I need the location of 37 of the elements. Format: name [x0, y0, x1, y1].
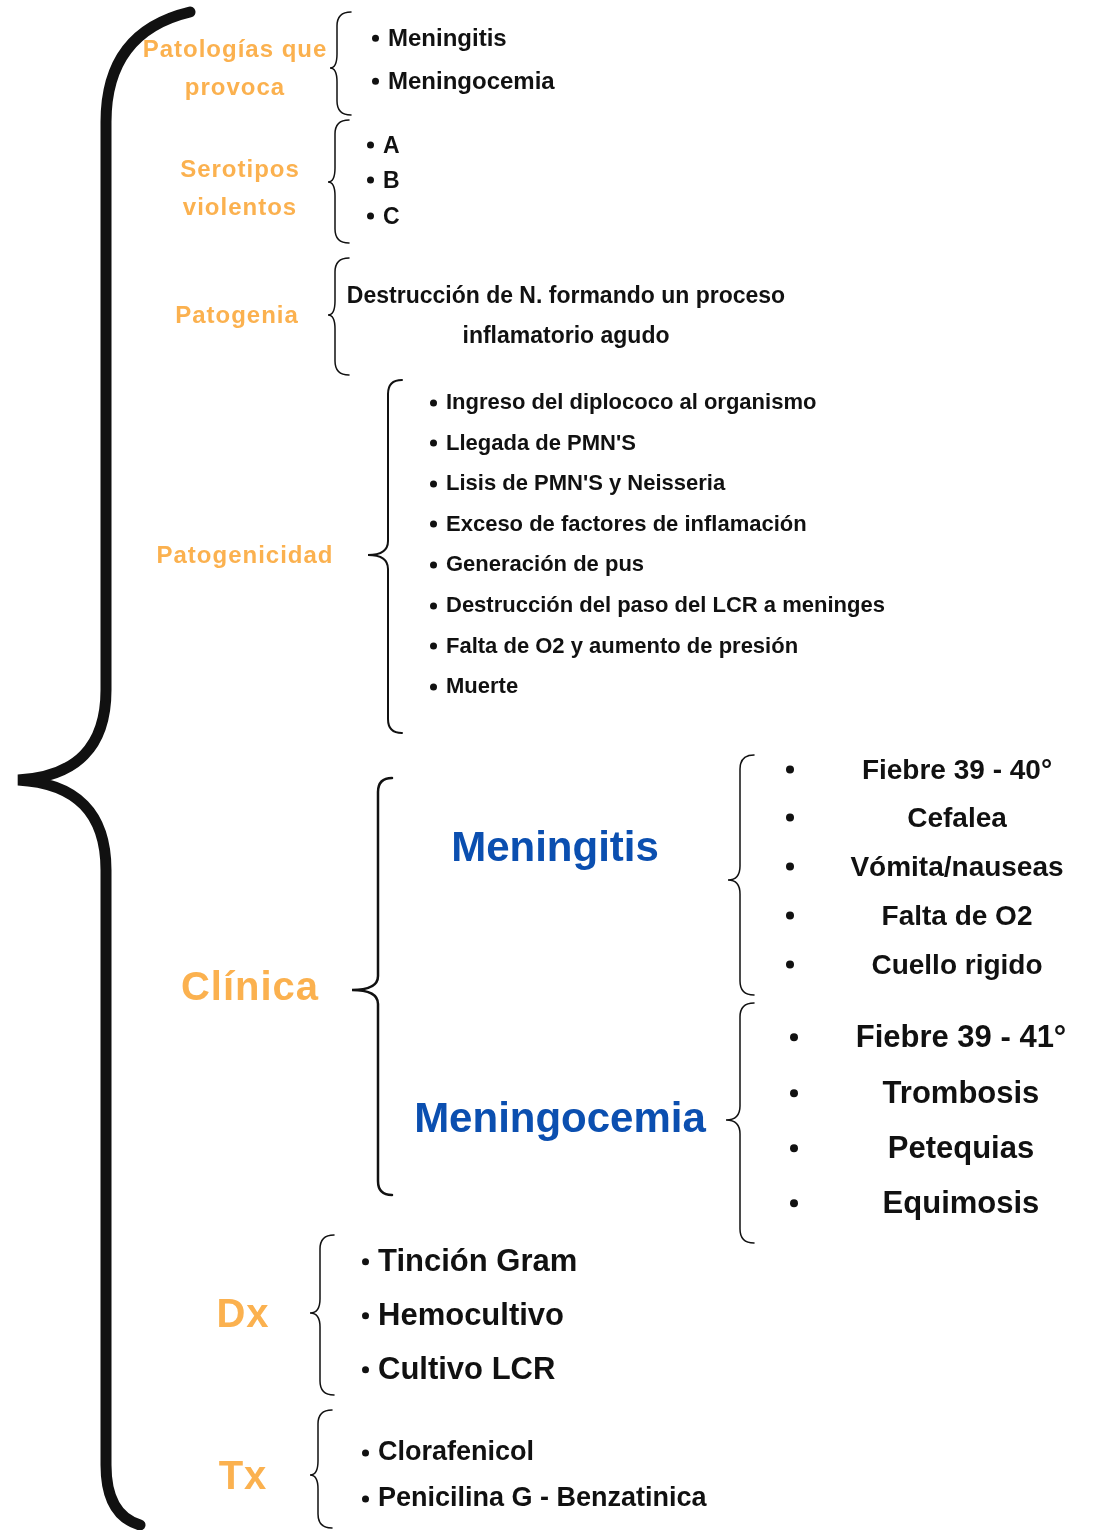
list-item: Fiebre 39 - 41°: [786, 1012, 1094, 1062]
category-label: Patogenia: [174, 299, 300, 330]
list-item: Meningocemia: [370, 61, 555, 101]
list-item: Meningitis: [370, 18, 507, 58]
list-item: Falta de O2 y aumento de presión: [428, 628, 799, 664]
list-item: Cuello rigido: [782, 942, 1094, 988]
subcategory-label: Meningitis: [450, 822, 660, 873]
list-item: Lisis de PMN'S y Neisseria: [428, 465, 726, 501]
category-label: Patologías que provoca: [141, 33, 329, 102]
category-label: Clínica: [179, 963, 321, 1010]
list-item: Destrucción del paso del LCR a meninges: [428, 587, 885, 623]
category-label: Patogenicidad: [155, 539, 335, 570]
list-item: Vómita/nauseas: [782, 844, 1094, 890]
list-item: Petequias: [786, 1123, 1094, 1173]
list-item: Fiebre 39 - 40°: [782, 747, 1094, 793]
list-item: Tinción Gram: [360, 1236, 578, 1286]
list-item: Cefalea: [782, 795, 1094, 841]
subcategory-label: Meningocemia: [413, 1093, 707, 1144]
list-item: Generación de pus: [428, 546, 645, 582]
list-item: Hemocultivo: [360, 1290, 565, 1340]
list-item: Clorafenicol: [360, 1430, 535, 1474]
list-item: Llegada de PMN'S: [428, 425, 636, 461]
category-label: Dx: [215, 1290, 271, 1337]
list-item: Penicilina G - Benzatinica: [360, 1476, 707, 1520]
category-label: Tx: [217, 1452, 269, 1499]
list-item: A: [365, 126, 400, 164]
description-text: Destrucción de N. formando un proceso inflamatorio agudo: [346, 280, 786, 350]
list-item: C: [365, 197, 400, 235]
list-item: Trombosis: [786, 1068, 1094, 1118]
list-item: Ingreso del diplococo al organismo: [428, 384, 817, 420]
list-item: Cultivo LCR: [360, 1344, 556, 1394]
list-item: Falta de O2: [782, 893, 1094, 939]
list-item: Equimosis: [786, 1178, 1094, 1228]
list-item: Muerte: [428, 668, 519, 704]
category-label: Serotipos violentos: [179, 153, 301, 222]
list-item: Exceso de factores de inflamación: [428, 506, 807, 542]
list-item: B: [365, 161, 400, 199]
